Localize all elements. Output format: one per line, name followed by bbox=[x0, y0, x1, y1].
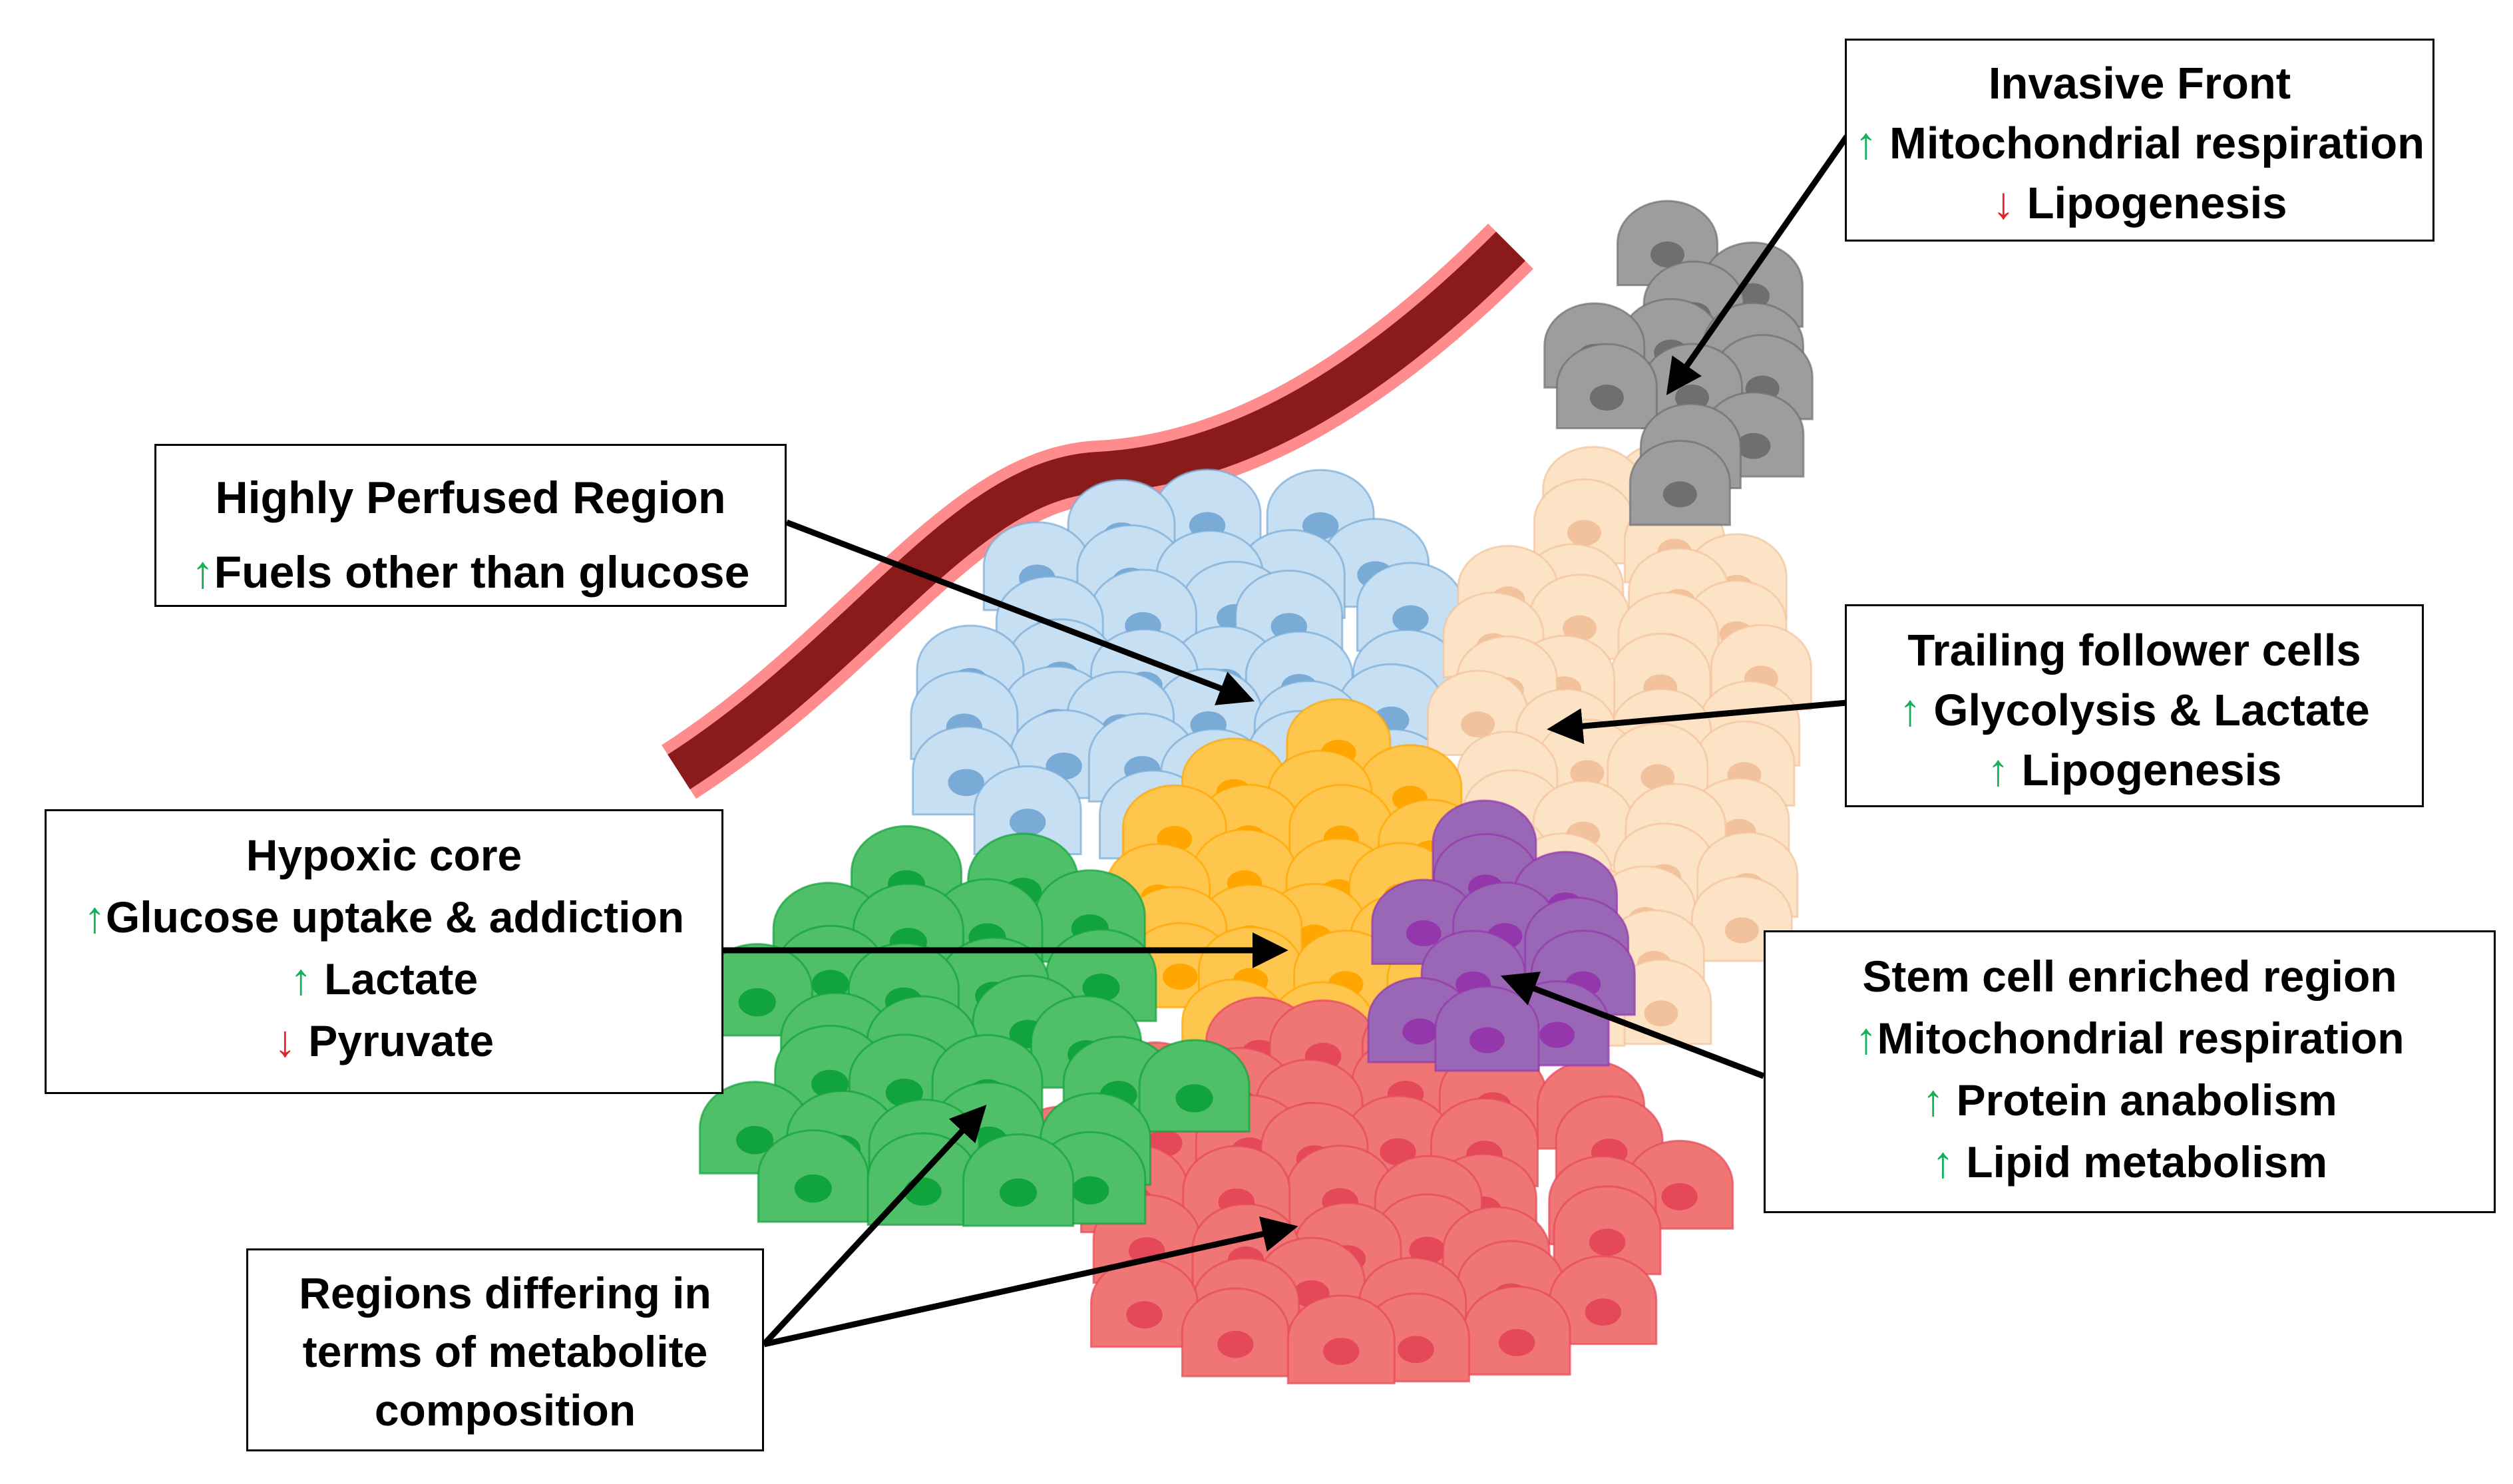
highly-perfused-title: Highly Perfused Region bbox=[215, 472, 726, 523]
up-arrow-icon: ↑ bbox=[1987, 745, 2009, 795]
gray-nucleus bbox=[1650, 241, 1684, 268]
red-nucleus bbox=[1398, 1336, 1434, 1364]
green-nucleus bbox=[736, 1126, 774, 1155]
regions-differing-box: Regions differing in terms of metabolite… bbox=[246, 1248, 764, 1451]
green-nucleus bbox=[794, 1174, 832, 1203]
peach-nucleus bbox=[1724, 917, 1759, 944]
regions-arrow-red bbox=[763, 1216, 1298, 1348]
stem-cell-enriched-region-box: Stem cell enriched region ↑Mitochondrial… bbox=[1764, 930, 2496, 1213]
red-nucleus bbox=[1589, 1228, 1626, 1256]
red-nucleus bbox=[1126, 1301, 1163, 1329]
purple-nucleus bbox=[1406, 920, 1442, 947]
peach-nucleus bbox=[1570, 760, 1605, 787]
highly-perfused-arrow bbox=[785, 519, 1255, 705]
gray-nucleus bbox=[1589, 384, 1624, 411]
hypoxic-core-title: Hypoxic core bbox=[246, 831, 522, 880]
red-nucleus bbox=[1498, 1329, 1535, 1356]
blood-vessel bbox=[662, 224, 1533, 799]
red-nucleus bbox=[1323, 1338, 1360, 1366]
purple-nucleus bbox=[1402, 1018, 1438, 1045]
gray-nucleus bbox=[1736, 433, 1771, 459]
peach-nucleus bbox=[1461, 711, 1495, 738]
hypoxic-core-box: Hypoxic core ↑Glucose uptake & addiction… bbox=[45, 809, 723, 1094]
peach-nucleus bbox=[1644, 1000, 1678, 1027]
blue-nucleus bbox=[1392, 605, 1429, 633]
up-arrow-icon: ↑ bbox=[1899, 685, 1921, 735]
orange-nucleus bbox=[1162, 964, 1198, 990]
peach-nucleus bbox=[1563, 615, 1597, 642]
green-nucleus bbox=[999, 1178, 1038, 1207]
up-arrow-icon: ↑ bbox=[1922, 1075, 1945, 1125]
red-nucleus bbox=[1585, 1298, 1622, 1326]
down-arrow-icon: ↓ bbox=[1992, 178, 2015, 228]
red-nucleus bbox=[1217, 1330, 1254, 1358]
stem-cell-arrow bbox=[1500, 972, 1765, 1079]
regions-line-1: Regions differing in bbox=[299, 1268, 711, 1318]
green-nucleus bbox=[1071, 1176, 1109, 1205]
red-nucleus bbox=[1661, 1183, 1698, 1210]
highly-perfused-region-box: Highly Perfused Region ↑Fuels other than… bbox=[154, 444, 787, 607]
gray-cluster bbox=[1543, 200, 1814, 526]
blue-nucleus bbox=[1009, 809, 1046, 836]
green-nucleus bbox=[1175, 1084, 1213, 1113]
up-arrow-icon: ↑ bbox=[1855, 1014, 1877, 1063]
up-arrow-icon: ↑ bbox=[1931, 1137, 1954, 1187]
regions-line-2: terms of metabolite bbox=[302, 1327, 708, 1376]
purple-nucleus bbox=[1469, 1027, 1505, 1053]
green-nucleus bbox=[1082, 973, 1120, 1002]
up-arrow-icon: ↑ bbox=[191, 547, 214, 598]
invasive-front-title: Invasive Front bbox=[1988, 59, 2291, 108]
cell-clusters bbox=[699, 200, 1814, 1385]
green-nucleus bbox=[738, 988, 776, 1017]
trailing-follower-cells-box: Trailing follower cells ↑ Glycolysis & L… bbox=[1845, 604, 2424, 807]
gray-nucleus bbox=[1662, 481, 1697, 508]
purple-cluster bbox=[1367, 799, 1636, 1072]
regions-arrow-green bbox=[761, 1105, 987, 1347]
green-nucleus bbox=[811, 970, 849, 998]
trailing-follower-arrow bbox=[1547, 699, 1847, 745]
invasive-front-box: Invasive Front ↑ Mitochondrial respirati… bbox=[1845, 39, 2434, 242]
peach-nucleus bbox=[1567, 520, 1601, 546]
regions-line-3: composition bbox=[374, 1386, 636, 1435]
stem-cell-title: Stem cell enriched region bbox=[1862, 952, 2397, 1001]
up-arrow-icon: ↑ bbox=[83, 892, 106, 942]
up-arrow-icon: ↑ bbox=[290, 954, 312, 1004]
pointer-arrows bbox=[722, 134, 1849, 1348]
invasive-front-arrow bbox=[1666, 134, 1849, 395]
up-arrow-icon: ↑ bbox=[1854, 118, 1877, 168]
blue-nucleus bbox=[948, 769, 984, 797]
purple-nucleus bbox=[1539, 1021, 1575, 1048]
down-arrow-icon: ↓ bbox=[274, 1016, 296, 1065]
trailing-follower-title: Trailing follower cells bbox=[1907, 626, 2361, 675]
